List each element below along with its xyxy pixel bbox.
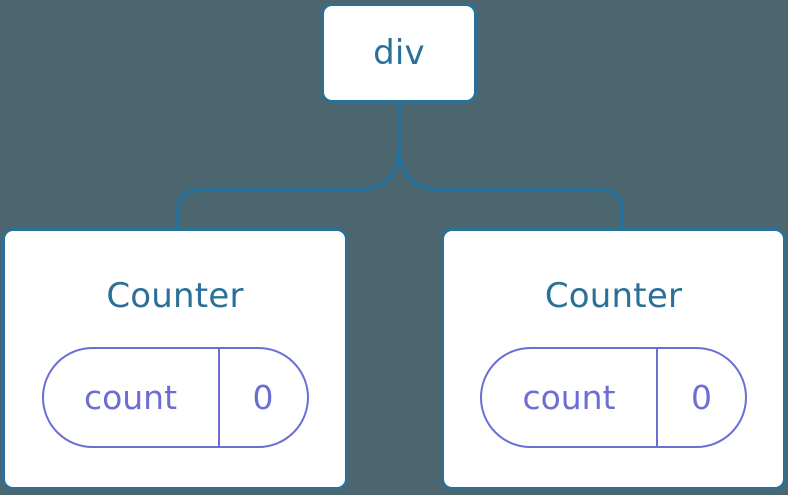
state-pill-right-key: count	[522, 378, 616, 417]
state-pill-left-value: 0	[252, 378, 274, 417]
connector-root-to-right-child	[397, 103, 624, 228]
connector-root-to-left-child	[176, 103, 401, 228]
state-pill-left: count 0	[41, 347, 309, 448]
state-pill-right-value: 0	[691, 378, 712, 417]
state-pill-left-key-cell: count	[44, 349, 220, 446]
node-counter-left-label: Counter	[106, 276, 244, 316]
state-pill-right-value-cell: 0	[658, 349, 745, 446]
state-pill-right: count 0	[480, 347, 747, 448]
node-counter-right-label: Counter	[544, 276, 683, 316]
state-pill-right-key-cell: count	[482, 349, 658, 446]
node-counter-left[interactable]: Counter count 0	[2, 228, 348, 490]
state-pill-left-key: count	[83, 378, 178, 417]
node-div[interactable]: div	[321, 3, 477, 103]
state-pill-left-value-cell: 0	[220, 349, 307, 446]
node-div-label: div	[373, 33, 425, 73]
node-counter-right[interactable]: Counter count 0	[441, 228, 786, 490]
